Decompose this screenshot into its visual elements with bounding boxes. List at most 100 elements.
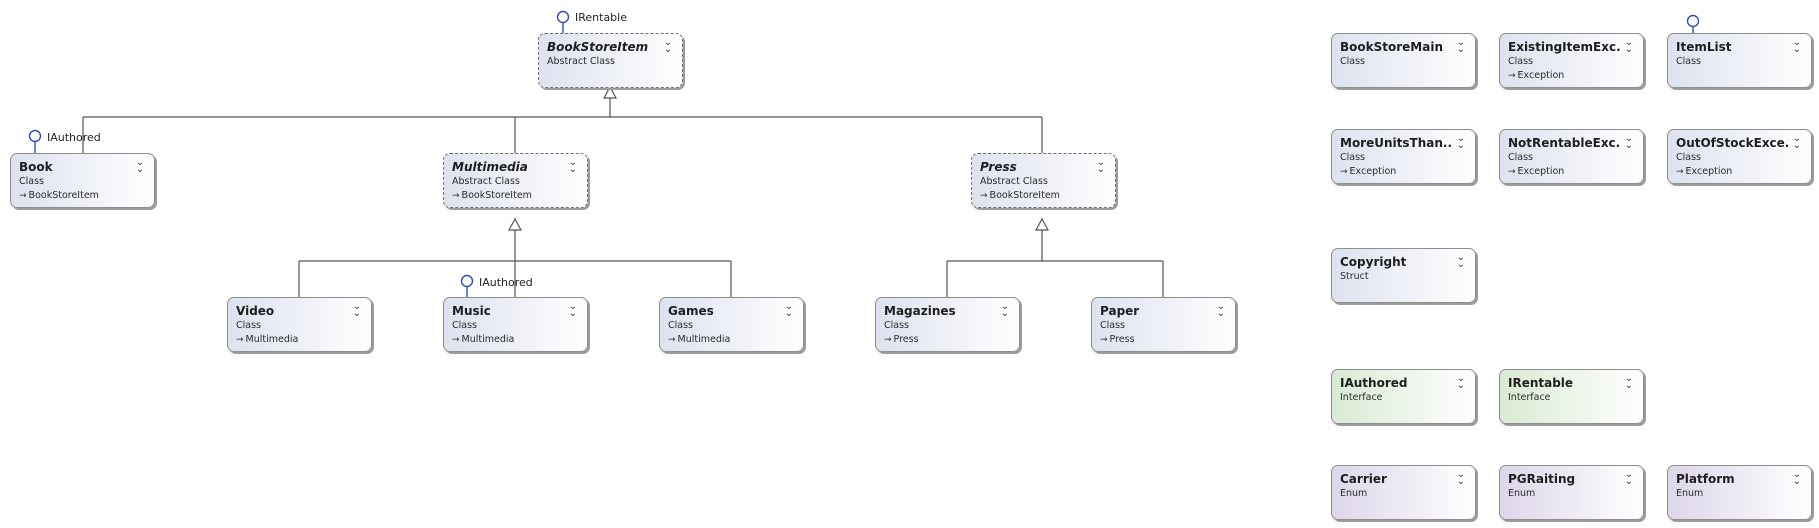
class-name: Press — [980, 160, 1017, 174]
base-class-name: Exception — [1685, 166, 1733, 177]
base-class-name: BookStoreItem — [461, 190, 532, 201]
class-name: ItemList — [1676, 40, 1732, 54]
class-name: BookStoreItem — [547, 40, 649, 54]
double-chevron-down-icon[interactable]: ⌄⌄ — [1624, 373, 1634, 391]
struct-kind: Struct — [1340, 271, 1369, 282]
class-name: Book — [19, 160, 53, 174]
class-bookstoremain[interactable]: BookStoreMain Class ⌄⌄ — [1331, 33, 1476, 88]
class-moreunitsthan[interactable]: MoreUnitsThan... Class →Exception ⌄⌄ — [1331, 129, 1476, 184]
class-itemlist[interactable]: ItemList Class ⌄⌄ — [1667, 33, 1812, 88]
class-kind: Class — [1508, 152, 1533, 163]
class-name: Video — [236, 304, 275, 318]
base-class: →Multimedia — [452, 334, 579, 346]
inheritance-arrow-multimedia — [507, 217, 523, 231]
double-chevron-down-icon[interactable]: ⌄⌄ — [1456, 373, 1466, 391]
double-chevron-down-icon[interactable]: ⌄⌄ — [1096, 157, 1106, 175]
base-class: →Multimedia — [668, 334, 795, 346]
lollipop-itemlist — [1686, 14, 1700, 28]
double-chevron-down-icon[interactable]: ⌄⌄ — [1792, 133, 1802, 151]
double-chevron-down-icon[interactable]: ⌄⌄ — [1216, 301, 1226, 319]
double-chevron-down-icon[interactable]: ⌄⌄ — [663, 37, 673, 55]
enum-platform[interactable]: Platform Enum ⌄⌄ — [1667, 465, 1812, 520]
class-bookstoreitem[interactable]: BookStoreItem Abstract Class ⌄⌄ — [538, 33, 683, 88]
base-class-name: BookStoreItem — [989, 190, 1060, 201]
irentable-lollipop-label: IRentable — [575, 11, 627, 24]
base-class: →Exception — [1340, 166, 1467, 178]
class-kind: Class — [1100, 320, 1125, 331]
interface-iauthored[interactable]: IAuthored Interface ⌄⌄ — [1331, 369, 1476, 424]
class-existingitemexception[interactable]: ExistingItemExc... Class →Exception ⌄⌄ — [1499, 33, 1644, 88]
double-chevron-down-icon[interactable]: ⌄⌄ — [1456, 37, 1466, 55]
interface-name: IAuthored — [1340, 376, 1408, 390]
base-class-name: Multimedia — [245, 334, 299, 345]
double-chevron-down-icon[interactable]: ⌄⌄ — [1456, 469, 1466, 487]
double-chevron-down-icon[interactable]: ⌄⌄ — [1624, 133, 1634, 151]
class-kind: Class — [1508, 56, 1533, 67]
class-kind: Class — [1676, 56, 1701, 67]
double-chevron-down-icon[interactable]: ⌄⌄ — [1456, 133, 1466, 151]
interface-kind: Interface — [1508, 392, 1551, 403]
base-class: →Exception — [1676, 166, 1803, 178]
double-chevron-down-icon[interactable]: ⌄⌄ — [1000, 301, 1010, 319]
double-chevron-down-icon[interactable]: ⌄⌄ — [784, 301, 794, 319]
iauthored-lollipop-label-book: IAuthored — [47, 131, 101, 144]
enum-name: PGRaiting — [1508, 472, 1576, 486]
class-name: Games — [668, 304, 714, 318]
class-name: NotRentableExc... — [1508, 136, 1620, 150]
double-chevron-down-icon[interactable]: ⌄⌄ — [1792, 469, 1802, 487]
struct-name: Copyright — [1340, 255, 1407, 269]
double-chevron-down-icon[interactable]: ⌄⌄ — [568, 157, 578, 175]
base-class: →Multimedia — [236, 334, 363, 346]
class-video[interactable]: Video Class →Multimedia ⌄⌄ — [227, 297, 372, 352]
enum-kind: Enum — [1676, 488, 1704, 499]
double-chevron-down-icon[interactable]: ⌄⌄ — [1456, 252, 1466, 270]
class-kind: Class — [236, 320, 261, 331]
double-chevron-down-icon[interactable]: ⌄⌄ — [1624, 469, 1634, 487]
interface-irentable[interactable]: IRentable Interface ⌄⌄ — [1499, 369, 1644, 424]
inheritance-arrow-icon: → — [236, 335, 244, 345]
enum-name: Carrier — [1340, 472, 1387, 486]
inheritance-arrow-icon: → — [980, 191, 988, 201]
double-chevron-down-icon[interactable]: ⌄⌄ — [568, 301, 578, 319]
class-games[interactable]: Games Class →Multimedia ⌄⌄ — [659, 297, 804, 352]
class-press[interactable]: Press Abstract Class →BookStoreItem ⌄⌄ — [971, 153, 1116, 208]
inheritance-arrow-icon: → — [452, 191, 460, 201]
struct-copyright[interactable]: Copyright Struct ⌄⌄ — [1331, 248, 1476, 303]
inheritance-arrow-icon: → — [1340, 167, 1348, 177]
class-kind: Abstract Class — [452, 176, 520, 187]
inheritance-arrow-icon: → — [452, 335, 460, 345]
double-chevron-down-icon[interactable]: ⌄⌄ — [1792, 37, 1802, 55]
class-book[interactable]: Book Class →BookStoreItem ⌄⌄ — [10, 153, 155, 208]
class-name: ExistingItemExc... — [1508, 40, 1620, 54]
inheritance-arrow-press — [1034, 217, 1050, 231]
class-paper[interactable]: Paper Class →Press ⌄⌄ — [1091, 297, 1236, 352]
base-class-name: Exception — [1517, 166, 1565, 177]
base-class-name: Multimedia — [677, 334, 731, 345]
class-notrentableexception[interactable]: NotRentableExc... Class →Exception ⌄⌄ — [1499, 129, 1644, 184]
inheritance-arrow-icon: → — [1508, 167, 1516, 177]
class-multimedia[interactable]: Multimedia Abstract Class →BookStoreItem… — [443, 153, 588, 208]
double-chevron-down-icon[interactable]: ⌄⌄ — [1624, 37, 1634, 55]
class-music[interactable]: Music Class →Multimedia ⌄⌄ — [443, 297, 588, 352]
class-name: Magazines — [884, 304, 956, 318]
class-kind: Class — [884, 320, 909, 331]
base-class-name: Press — [893, 334, 919, 345]
enum-pgraiting[interactable]: PGRaiting Enum ⌄⌄ — [1499, 465, 1644, 520]
class-name: Music — [452, 304, 491, 318]
base-class: →BookStoreItem — [980, 190, 1107, 202]
class-magazines[interactable]: Magazines Class →Press ⌄⌄ — [875, 297, 1020, 352]
base-class: →Press — [884, 334, 1011, 346]
base-class: →BookStoreItem — [452, 190, 579, 202]
double-chevron-down-icon[interactable]: ⌄⌄ — [352, 301, 362, 319]
base-class: →Exception — [1508, 70, 1635, 82]
double-chevron-down-icon[interactable]: ⌄⌄ — [135, 157, 145, 175]
base-class-name: BookStoreItem — [28, 190, 99, 201]
base-class: →Press — [1100, 334, 1227, 346]
enum-carrier[interactable]: Carrier Enum ⌄⌄ — [1331, 465, 1476, 520]
inheritance-arrow-icon: → — [1508, 71, 1516, 81]
class-outofstockexception[interactable]: OutOfStockExce... Class →Exception ⌄⌄ — [1667, 129, 1812, 184]
class-kind: Class — [668, 320, 693, 331]
inheritance-arrow-icon: → — [1676, 167, 1684, 177]
interface-kind: Interface — [1340, 392, 1383, 403]
